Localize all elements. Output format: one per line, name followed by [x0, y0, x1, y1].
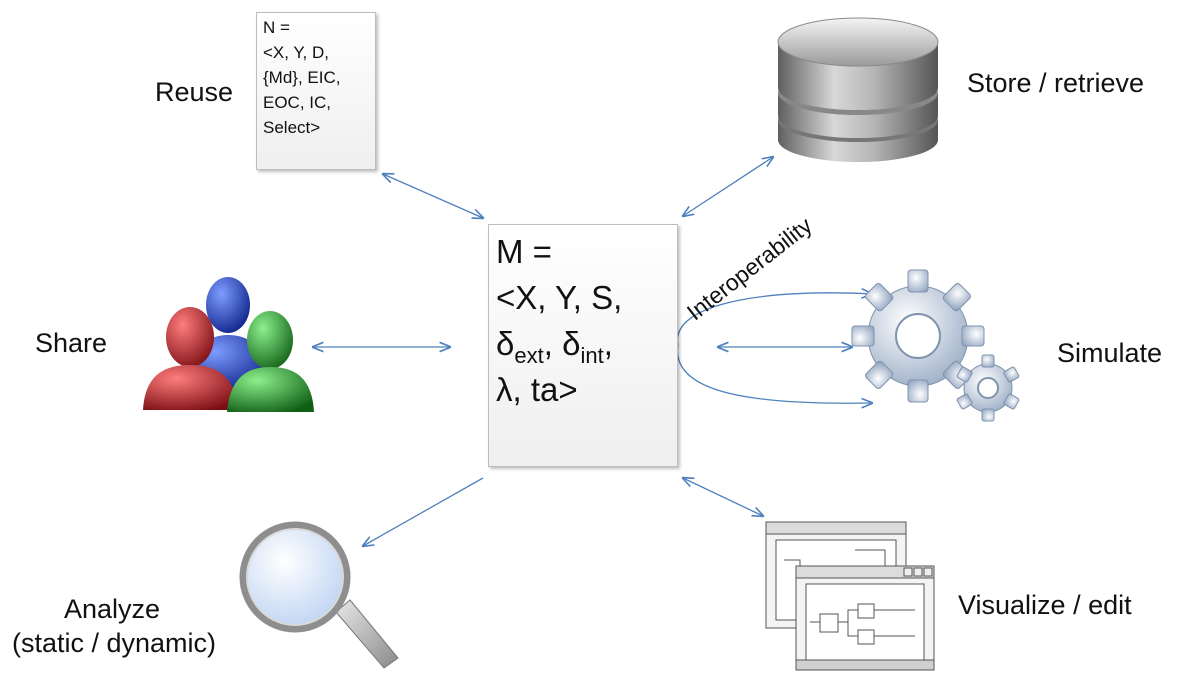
ext-subscript: ext: [514, 343, 544, 368]
arrow-analyze: [363, 477, 484, 546]
arrow-reuse: [383, 174, 483, 218]
analyze-sublabel: (static / dynamic): [12, 628, 217, 658]
main-model-line: <X, Y, S,: [496, 279, 623, 316]
arrow-interop-top: [676, 293, 872, 346]
separator: ,: [543, 325, 563, 362]
small-model-line: Select>: [263, 118, 321, 137]
arrow-interop-bottom: [676, 344, 872, 403]
main-model-line: M =: [496, 233, 552, 270]
reuse-label: Reuse: [155, 77, 234, 107]
delta-symbol: δ: [496, 325, 515, 362]
store-retrieve-label: Store / retrieve: [967, 68, 1145, 98]
main-model-transitions: δext, δint,: [496, 321, 670, 367]
analyze-label: Analyze: [64, 594, 161, 624]
atomic-model-card: M = <X, Y, S, δext, δint, λ, ta>: [488, 224, 678, 467]
separator: ,: [603, 325, 613, 362]
small-model-line: {Md}, EIC,: [263, 68, 341, 87]
arrow-store: [683, 157, 773, 216]
share-label: Share: [35, 328, 108, 358]
network-model-card: N = <X, Y, D, {Md}, EIC, EOC, IC, Select…: [256, 12, 376, 170]
arrow-visualize: [683, 478, 763, 516]
simulate-label: Simulate: [1057, 338, 1163, 368]
main-model-line: λ, ta>: [496, 371, 578, 408]
small-model-line: N =: [263, 18, 290, 37]
int-subscript: int: [580, 343, 604, 368]
visualize-edit-label: Visualize / edit: [958, 590, 1132, 620]
small-model-line: <X, Y, D,: [263, 43, 329, 62]
small-model-line: EOC, IC,: [263, 93, 332, 112]
delta-symbol: δ: [562, 325, 581, 362]
